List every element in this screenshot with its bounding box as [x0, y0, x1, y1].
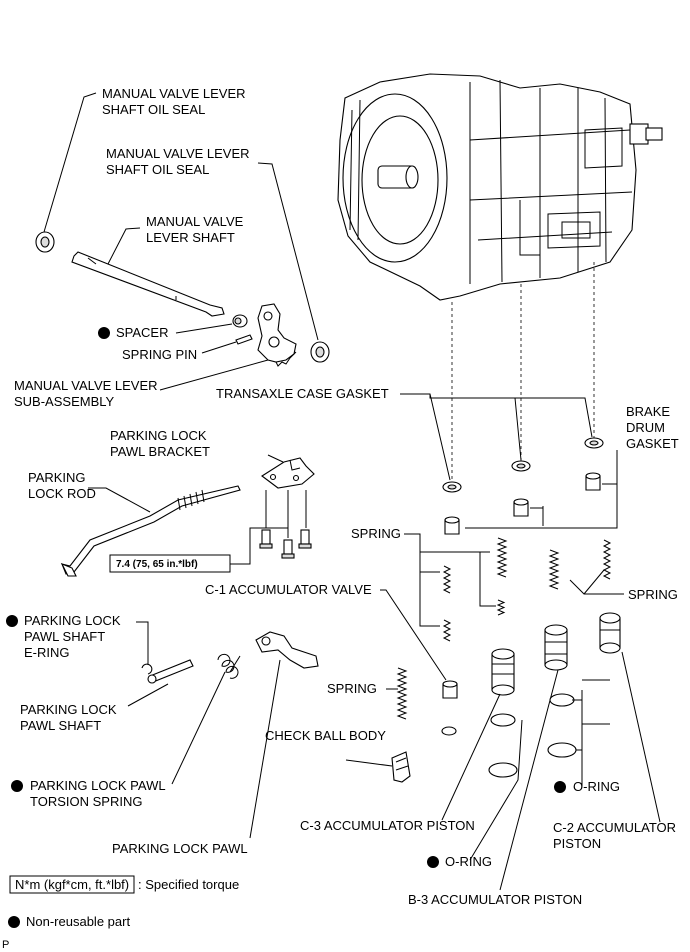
c2-accumulator-piston [599, 612, 621, 654]
label-spring-right: SPRING [628, 587, 678, 602]
torque-box [109, 554, 231, 573]
transaxle-case-gasket-left [442, 481, 462, 493]
nonreusable-marker-o-ring-right [554, 781, 566, 793]
label-b3-piston: B-3 ACCUMULATOR PISTON [408, 892, 582, 907]
label-mvl-sub-l2: SUB-ASSEMBLY [14, 394, 115, 409]
spring-lower [396, 667, 408, 720]
label-pl-pawl: PARKING LOCK PAWL [112, 841, 248, 856]
spring-pin [235, 334, 253, 345]
label-pl-eriing-l1: PARKING LOCK [24, 613, 121, 628]
check-ball-small-ring [441, 726, 457, 736]
label-torsion-spring-l2: TORSION SPRING [30, 794, 142, 809]
manual-valve-lever-sub-assembly [257, 303, 297, 367]
label-pl-pawl-bracket-l2: PAWL BRACKET [110, 444, 210, 459]
spacer [232, 314, 248, 328]
label-torsion-spring-l1: PARKING LOCK PAWL [30, 778, 166, 793]
brake-drum-gasket-upper [585, 472, 601, 491]
label-mvl-sub-l1: MANUAL VALVE LEVER [14, 378, 158, 393]
label-spacer: SPACER [116, 325, 169, 340]
label-spring-pin: SPRING PIN [122, 347, 197, 362]
manual-valve-lever-shaft [71, 251, 225, 317]
label-brake-drum-gasket-l2: DRUM [626, 420, 665, 435]
label-mvl-seal-2-l1: MANUAL VALVE LEVER [106, 146, 250, 161]
springs-right-cluster [442, 537, 612, 642]
label-c3-piston: C-3 ACCUMULATOR PISTON [300, 818, 475, 833]
parking-lock-pawl-shaft [147, 659, 194, 684]
label-pl-rod-l2: LOCK ROD [28, 486, 96, 501]
footer-code: P [2, 939, 9, 951]
label-pl-pawl-shaft-l1: PARKING LOCK [20, 702, 117, 717]
label-mvl-shaft-l1: MANUAL VALVE [146, 214, 244, 229]
bracket-bolts [259, 529, 312, 559]
c3-accumulator-piston [491, 648, 515, 696]
label-check-ball: CHECK BALL BODY [265, 728, 386, 743]
label-spring-lower: SPRING [327, 681, 377, 696]
label-mvl-shaft-l2: LEVER SHAFT [146, 230, 235, 245]
label-pl-pawl-shaft-l2: PAWL SHAFT [20, 718, 101, 733]
c1-accumulator-valve [442, 680, 458, 699]
nonreusable-marker-o-ring-bottom [427, 856, 439, 868]
label-c2-piston-l2: PISTON [553, 836, 601, 851]
legend-nonreusable: Non-reusable part [26, 914, 130, 929]
b3-accumulator-piston [544, 624, 568, 671]
label-transaxle-gasket: TRANSAXLE CASE GASKET [216, 386, 389, 401]
o-ring-right-1 [549, 693, 575, 707]
label-brake-drum-gasket-l1: BRAKE [626, 404, 670, 419]
label-mvl-seal-2-l2: SHAFT OIL SEAL [106, 162, 209, 177]
parking-lock-pawl-shaft-e-ring [141, 663, 153, 675]
label-pl-pawl-bracket-l1: PARKING LOCK [110, 428, 207, 443]
parking-lock-pawl-torsion-spring [217, 653, 241, 679]
legend-torque-units: N*m (kgf*cm, ft.*lbf) [15, 877, 129, 892]
manual-valve-lever-shaft-oil-seal-1 [35, 231, 55, 253]
nonreusable-marker-torsion-spring [11, 780, 23, 792]
label-mvl-seal-1-l2: SHAFT OIL SEAL [102, 102, 205, 117]
torque-box-value: 7.4 (75, 65 in.*lbf) [116, 559, 198, 570]
transaxle-case-gasket-right [584, 437, 604, 449]
o-ring-right-2 [547, 742, 577, 758]
label-c2-piston-l1: C-2 ACCUMULATOR [553, 820, 676, 835]
legend-torque-desc: : Specified torque [138, 877, 239, 892]
nonreusable-marker-legend [8, 916, 20, 928]
label-pl-eriing-l2: PAWL SHAFT [24, 629, 105, 644]
nonreusable-marker-e-ring [6, 615, 18, 627]
brake-drum-gasket-lower [444, 516, 460, 535]
brake-drum-gasket-mid [513, 498, 529, 517]
label-mvl-seal-1-l1: MANUAL VALVE LEVER [102, 86, 246, 101]
o-ring-bottom-2 [488, 762, 518, 778]
nonreusable-marker-spacer [98, 327, 110, 339]
label-oring-bottom: O-RING [445, 854, 492, 869]
label-c1-valve: C-1 ACCUMULATOR VALVE [205, 582, 372, 597]
label-brake-drum-gasket-l3: GASKET [626, 436, 679, 451]
manual-valve-lever-shaft-oil-seal-2 [310, 341, 330, 363]
parking-lock-rod [60, 485, 241, 577]
check-ball-body [391, 751, 411, 783]
parking-lock-pawl [255, 631, 319, 669]
legend-torque-box [9, 875, 135, 894]
label-oring-right: O-RING [573, 779, 620, 794]
label-pl-eriing-l3: E-RING [24, 645, 70, 660]
parking-lock-pawl-bracket [261, 457, 315, 489]
label-spring-left: SPRING [351, 526, 401, 541]
transaxle-case [337, 73, 663, 301]
label-pl-rod-l1: PARKING [28, 470, 86, 485]
transaxle-case-gasket-mid [511, 460, 531, 472]
o-ring-bottom-1 [490, 713, 516, 727]
